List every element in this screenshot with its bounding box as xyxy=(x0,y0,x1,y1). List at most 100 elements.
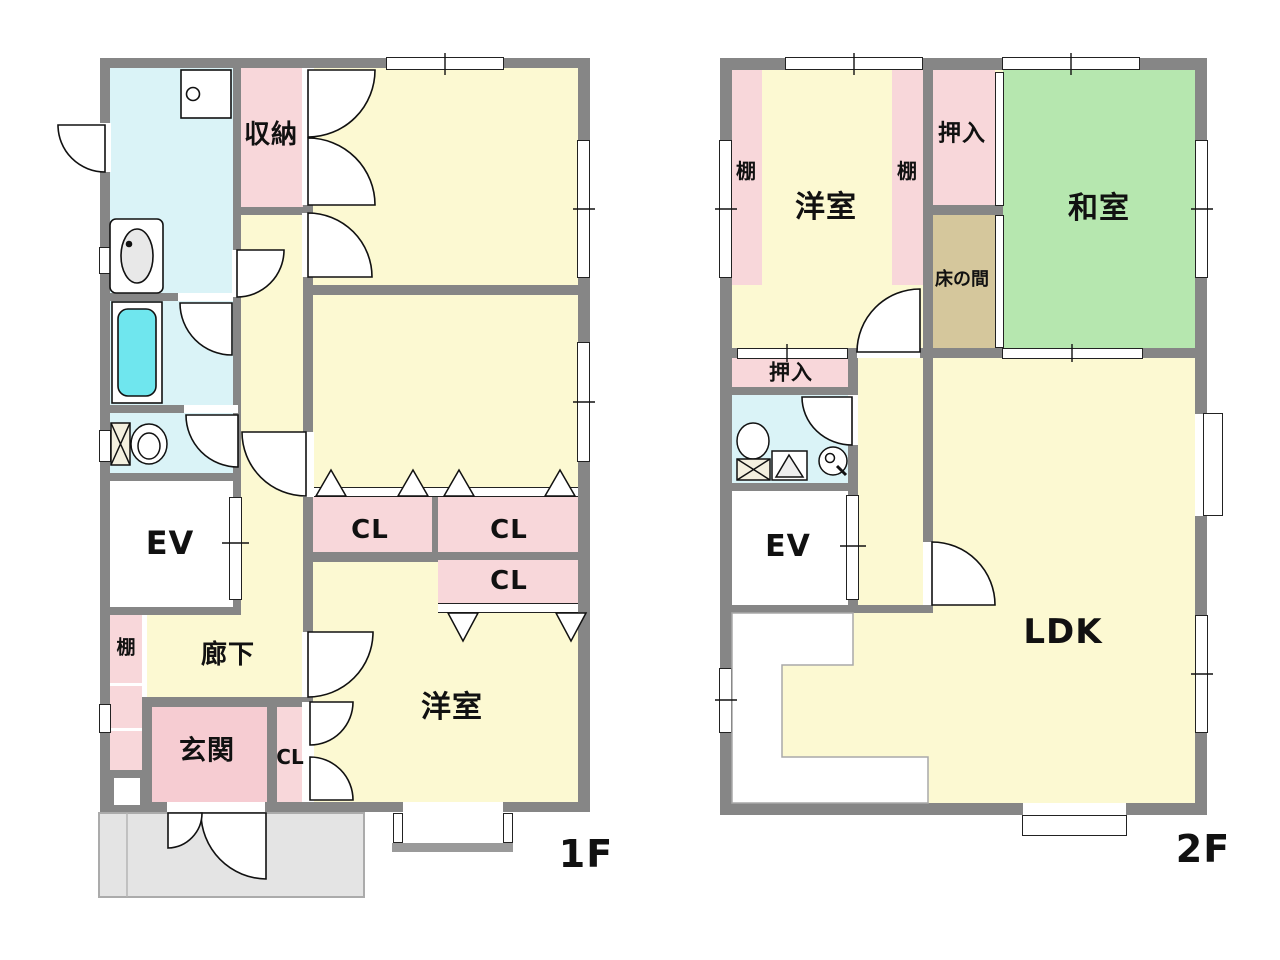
room-2f-oshiire-lower xyxy=(732,358,848,387)
window xyxy=(99,704,111,733)
sliding-door xyxy=(1002,348,1143,359)
room-2f-tokonoma xyxy=(933,215,995,348)
room-label-shelf: 棚 xyxy=(897,159,917,183)
wall xyxy=(233,68,241,615)
room-2f-elevator xyxy=(732,491,848,605)
door-opening xyxy=(302,432,314,497)
room-1f-closet-c xyxy=(438,560,578,603)
door-opening xyxy=(302,213,314,277)
wall xyxy=(732,605,933,613)
room-2f-japanese xyxy=(1003,70,1195,348)
window xyxy=(719,140,732,278)
shelf-divider xyxy=(110,683,142,686)
room-label-tokonoma: 床の間 xyxy=(935,269,989,290)
room-1f-elevator xyxy=(110,481,233,607)
wall xyxy=(732,483,848,491)
room-1f-bathroom xyxy=(110,301,233,405)
shelf-edge xyxy=(142,615,147,697)
wall xyxy=(313,552,438,562)
room-label-closet: CL xyxy=(276,745,304,769)
door-opening xyxy=(857,348,920,358)
wall xyxy=(848,358,858,613)
room-label-elevator: EV xyxy=(145,524,195,562)
room-label-closet: CL xyxy=(490,566,528,596)
wall xyxy=(142,697,313,707)
door-opening xyxy=(302,68,314,205)
floor-label-1f: 1F xyxy=(558,832,614,876)
wall xyxy=(110,405,241,413)
room-label-closet: CL xyxy=(351,515,389,545)
terrace-step xyxy=(392,843,513,852)
window xyxy=(1195,140,1208,278)
window xyxy=(386,57,504,70)
room-label-closet: CL xyxy=(490,515,528,545)
room-label-entrance: 玄関 xyxy=(179,735,235,767)
terrace-step xyxy=(1022,815,1127,836)
wall xyxy=(110,607,241,615)
wall xyxy=(313,285,578,295)
room-label-oshiire: 押入 xyxy=(769,360,813,385)
room-1f-storage xyxy=(241,68,303,207)
room-1f-shelf xyxy=(110,615,142,770)
room-label-storage: 収納 xyxy=(243,120,299,150)
wall xyxy=(923,205,1003,215)
door-opening xyxy=(184,405,238,413)
window xyxy=(99,247,111,274)
room-2f-oshiire-top xyxy=(933,70,995,205)
elevator-door xyxy=(229,497,242,600)
door-opening xyxy=(232,250,242,297)
wall xyxy=(923,358,933,542)
door-opening xyxy=(1023,803,1126,815)
wall xyxy=(110,473,241,481)
door-arc xyxy=(57,124,106,173)
wall xyxy=(720,803,1207,815)
room-label-ldk: LDK xyxy=(1023,612,1103,652)
wall xyxy=(848,348,857,358)
room-label-western: 洋室 xyxy=(795,190,857,225)
floor-label-2f: 2F xyxy=(1175,827,1231,871)
room-label-corridor: 廊下 xyxy=(200,640,256,670)
terrace-post xyxy=(393,813,403,843)
wall xyxy=(233,207,313,215)
wall xyxy=(732,387,848,395)
door-opening xyxy=(167,802,265,812)
room-2f-shelf-left xyxy=(732,70,762,285)
room-1f-closet-a xyxy=(313,497,432,552)
room-2f-sanitary xyxy=(732,395,848,483)
door-opening xyxy=(403,802,503,812)
window xyxy=(1002,57,1140,70)
wall xyxy=(267,707,277,802)
door-opening xyxy=(302,632,314,697)
door-opening xyxy=(923,542,933,605)
wall xyxy=(100,58,590,68)
elevator-door xyxy=(846,495,859,600)
wall xyxy=(100,802,590,812)
door-opening xyxy=(178,293,233,301)
room-label-shelf: 棚 xyxy=(736,159,756,183)
room-1f-toilet xyxy=(110,413,233,473)
room-label-oshiire: 押入 xyxy=(938,120,986,147)
terrace-post xyxy=(503,813,513,843)
window xyxy=(577,140,590,278)
wall xyxy=(432,552,578,560)
sliding-door xyxy=(995,72,1004,206)
bay-window xyxy=(1203,413,1223,516)
entrance-porch xyxy=(98,812,365,898)
window xyxy=(719,668,732,733)
wall xyxy=(110,293,241,301)
door-opening xyxy=(99,123,111,172)
room-1f-closet-d xyxy=(277,707,303,802)
room-1f-entrance xyxy=(152,707,267,802)
window-opening xyxy=(1195,414,1205,516)
door-opening xyxy=(848,395,858,445)
room-1f-washroom xyxy=(110,68,233,293)
room-1f-closet-b xyxy=(438,497,578,552)
sliding-door xyxy=(737,348,848,359)
room-label-shelf: 棚 xyxy=(116,636,136,659)
sliding-door xyxy=(995,215,1004,348)
closet-track xyxy=(438,603,578,613)
closet-track xyxy=(313,487,578,497)
room-2f-shelf-right xyxy=(892,70,923,285)
wall xyxy=(432,487,438,562)
